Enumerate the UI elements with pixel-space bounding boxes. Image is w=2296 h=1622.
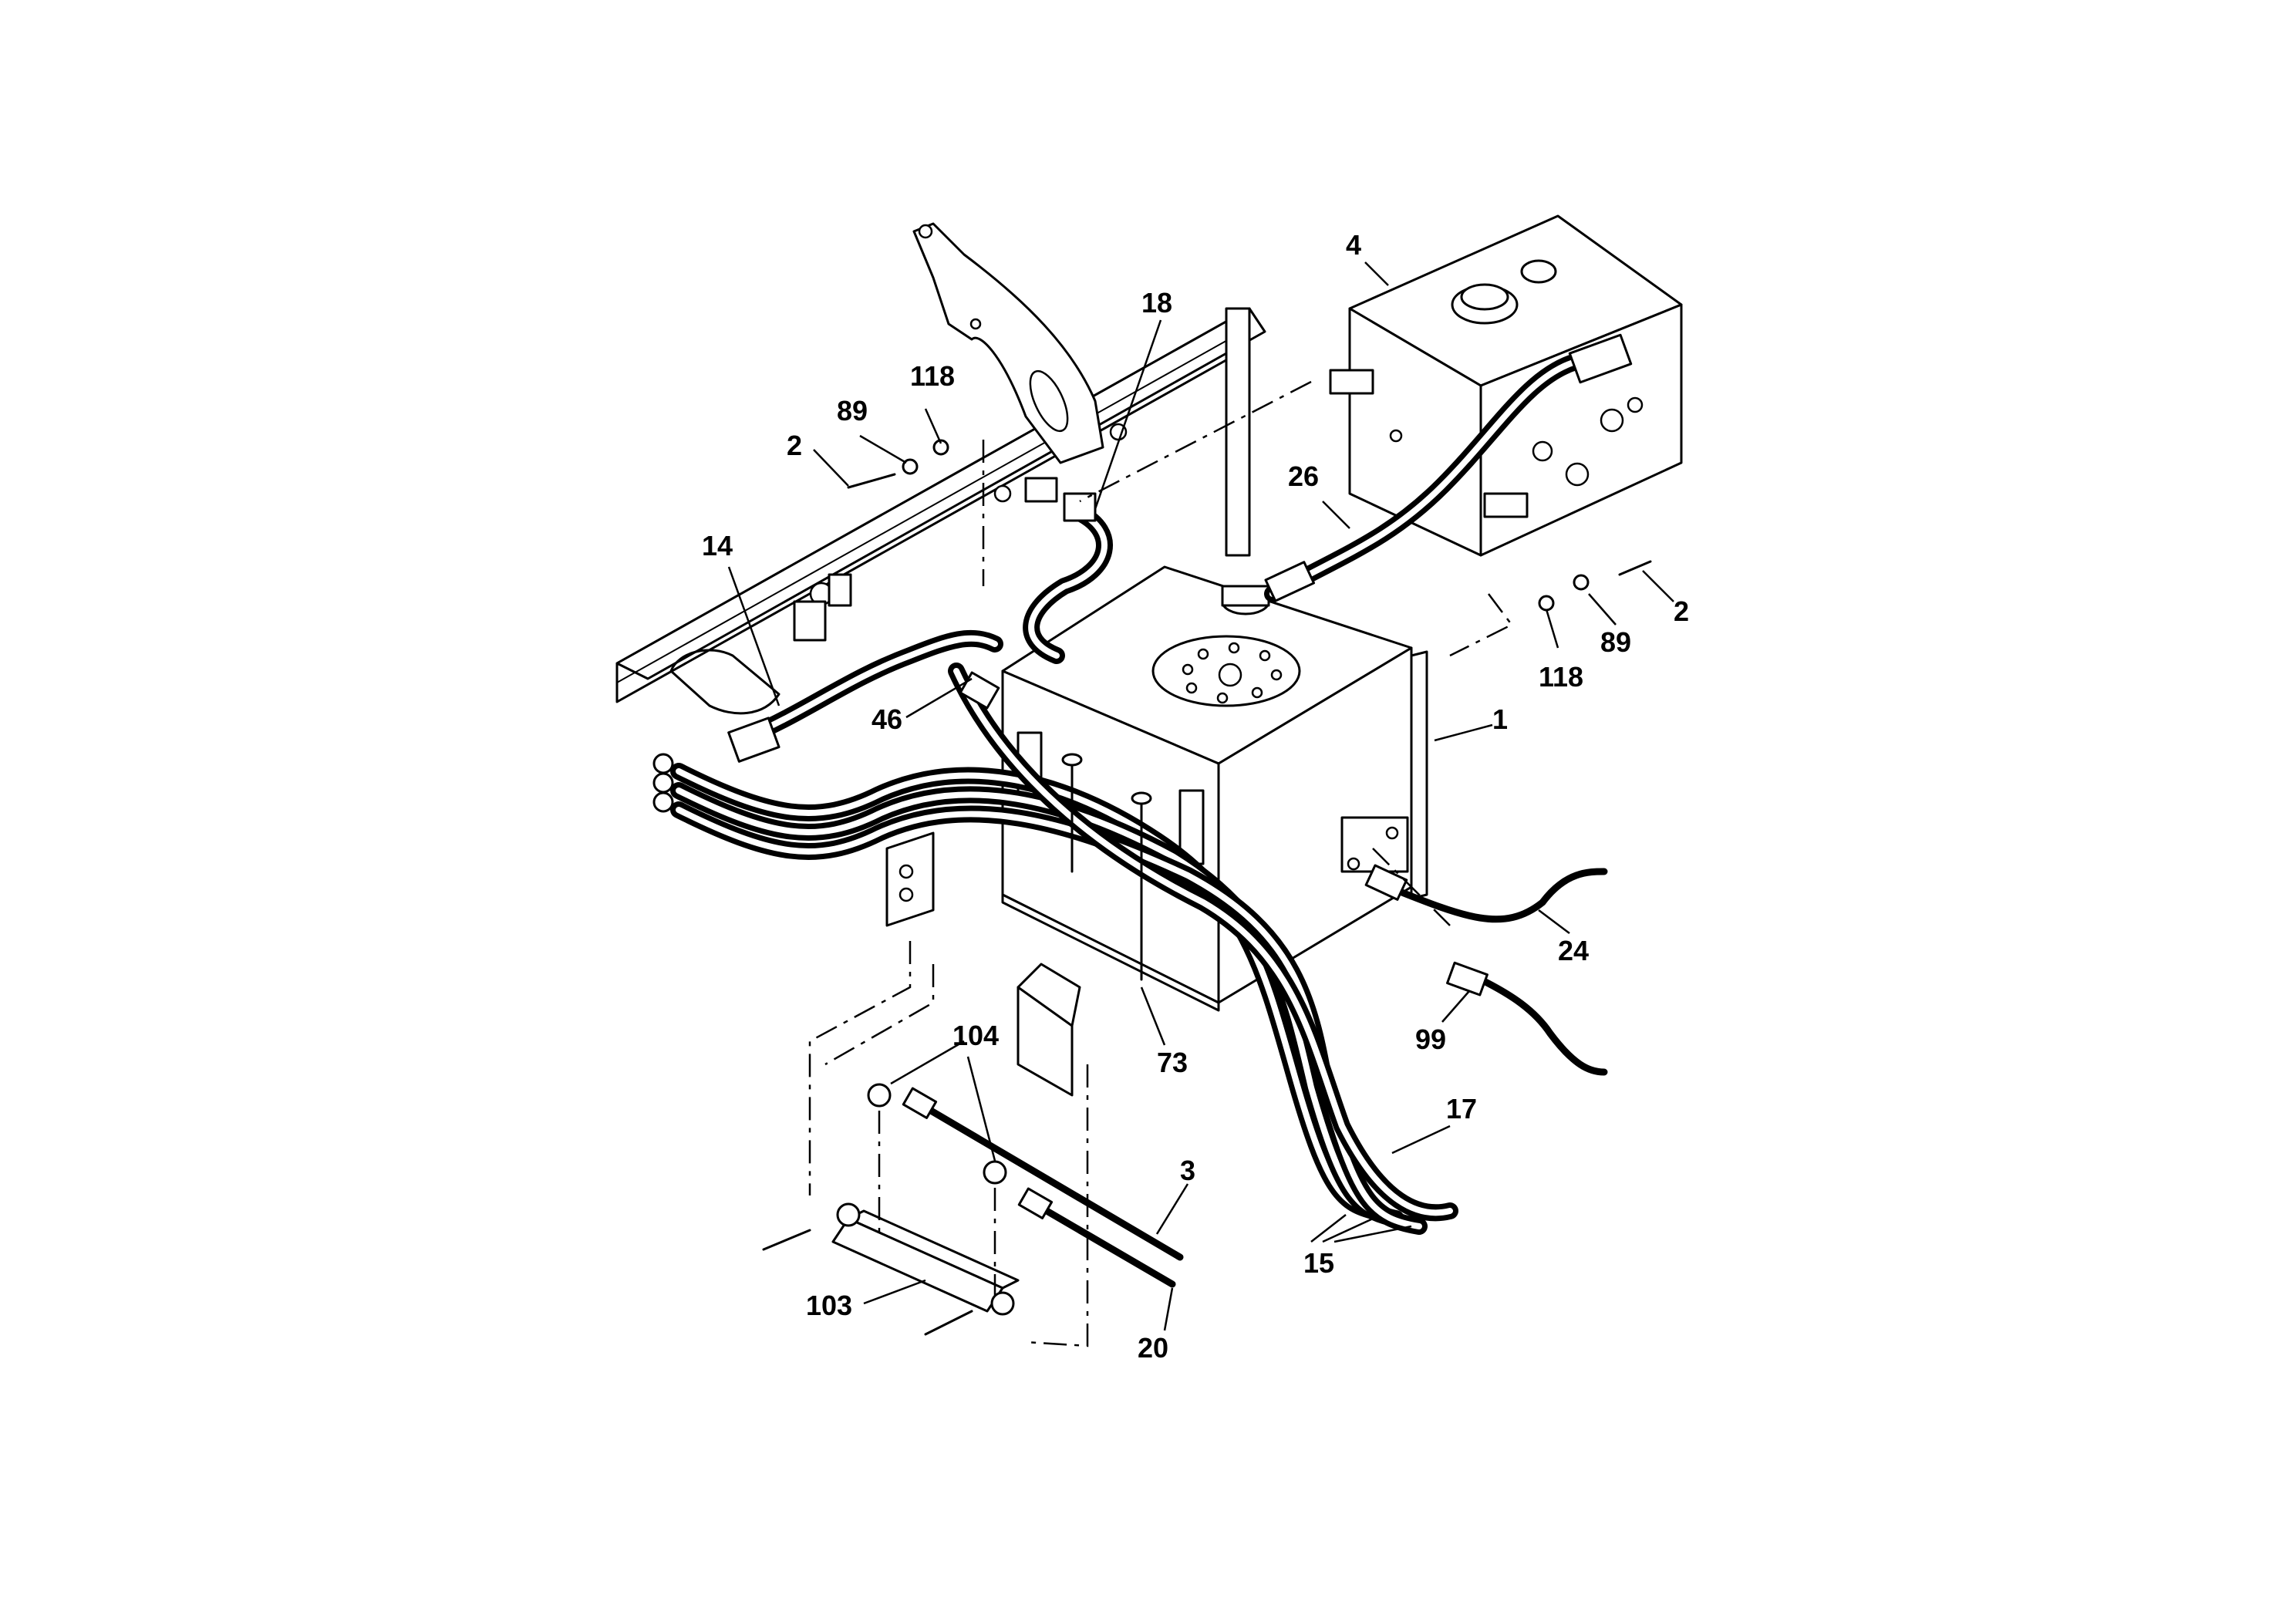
fittings-104 — [867, 1083, 1007, 1185]
callout-3: 3 — [1180, 1155, 1195, 1186]
callout-14: 14 — [702, 530, 733, 561]
hose-18 — [1023, 477, 1113, 664]
callout-118: 118 — [1539, 661, 1583, 693]
callout-20: 20 — [1138, 1332, 1168, 1364]
callout-46: 46 — [872, 703, 902, 735]
callout-24: 24 — [1558, 935, 1589, 966]
callout-73: 73 — [1157, 1047, 1188, 1078]
callout-118: 118 — [910, 360, 955, 392]
hose-20 — [1017, 1187, 1176, 1288]
hose-14 — [727, 629, 1003, 763]
callout-15: 15 — [1303, 1247, 1334, 1279]
hose-26 — [1264, 333, 1633, 602]
callout-18: 18 — [1141, 287, 1172, 319]
callout-26: 26 — [1288, 460, 1319, 492]
bolt-washers-left — [847, 439, 949, 489]
callout-2: 2 — [1674, 595, 1689, 627]
hose-24 — [1364, 864, 1608, 923]
reservoir-box — [1329, 214, 1683, 557]
hose-99 — [1446, 961, 1608, 1076]
callout-2: 2 — [787, 430, 802, 461]
callout-103: 103 — [806, 1290, 852, 1321]
callout-labels: 4 18 118 89 2 26 14 2 89 118 1 46 24 99 … — [702, 229, 1689, 1364]
callout-4: 4 — [1346, 229, 1361, 261]
callout-89: 89 — [1600, 626, 1631, 658]
hose-17 — [948, 663, 1458, 1222]
hydraulic-cylinder-103 — [762, 1202, 1020, 1336]
mounting-bracket-plate — [912, 222, 1104, 464]
hydraulic-tank — [1001, 565, 1428, 1012]
callout-17: 17 — [1446, 1093, 1477, 1125]
hose-bundle-15 — [652, 753, 1428, 1235]
callout-1: 1 — [1492, 703, 1508, 735]
bolts-73 — [1061, 753, 1152, 981]
callout-99: 99 — [1415, 1023, 1446, 1055]
callout-89: 89 — [837, 395, 868, 427]
bolt-washers-right — [1538, 560, 1652, 612]
lower-mounting-plates — [885, 831, 1081, 1097]
hose-3 — [902, 1087, 1184, 1261]
alignment-center-lines — [808, 380, 1513, 1347]
callout-104: 104 — [952, 1020, 999, 1051]
callout-leader-lines — [727, 261, 1674, 1331]
